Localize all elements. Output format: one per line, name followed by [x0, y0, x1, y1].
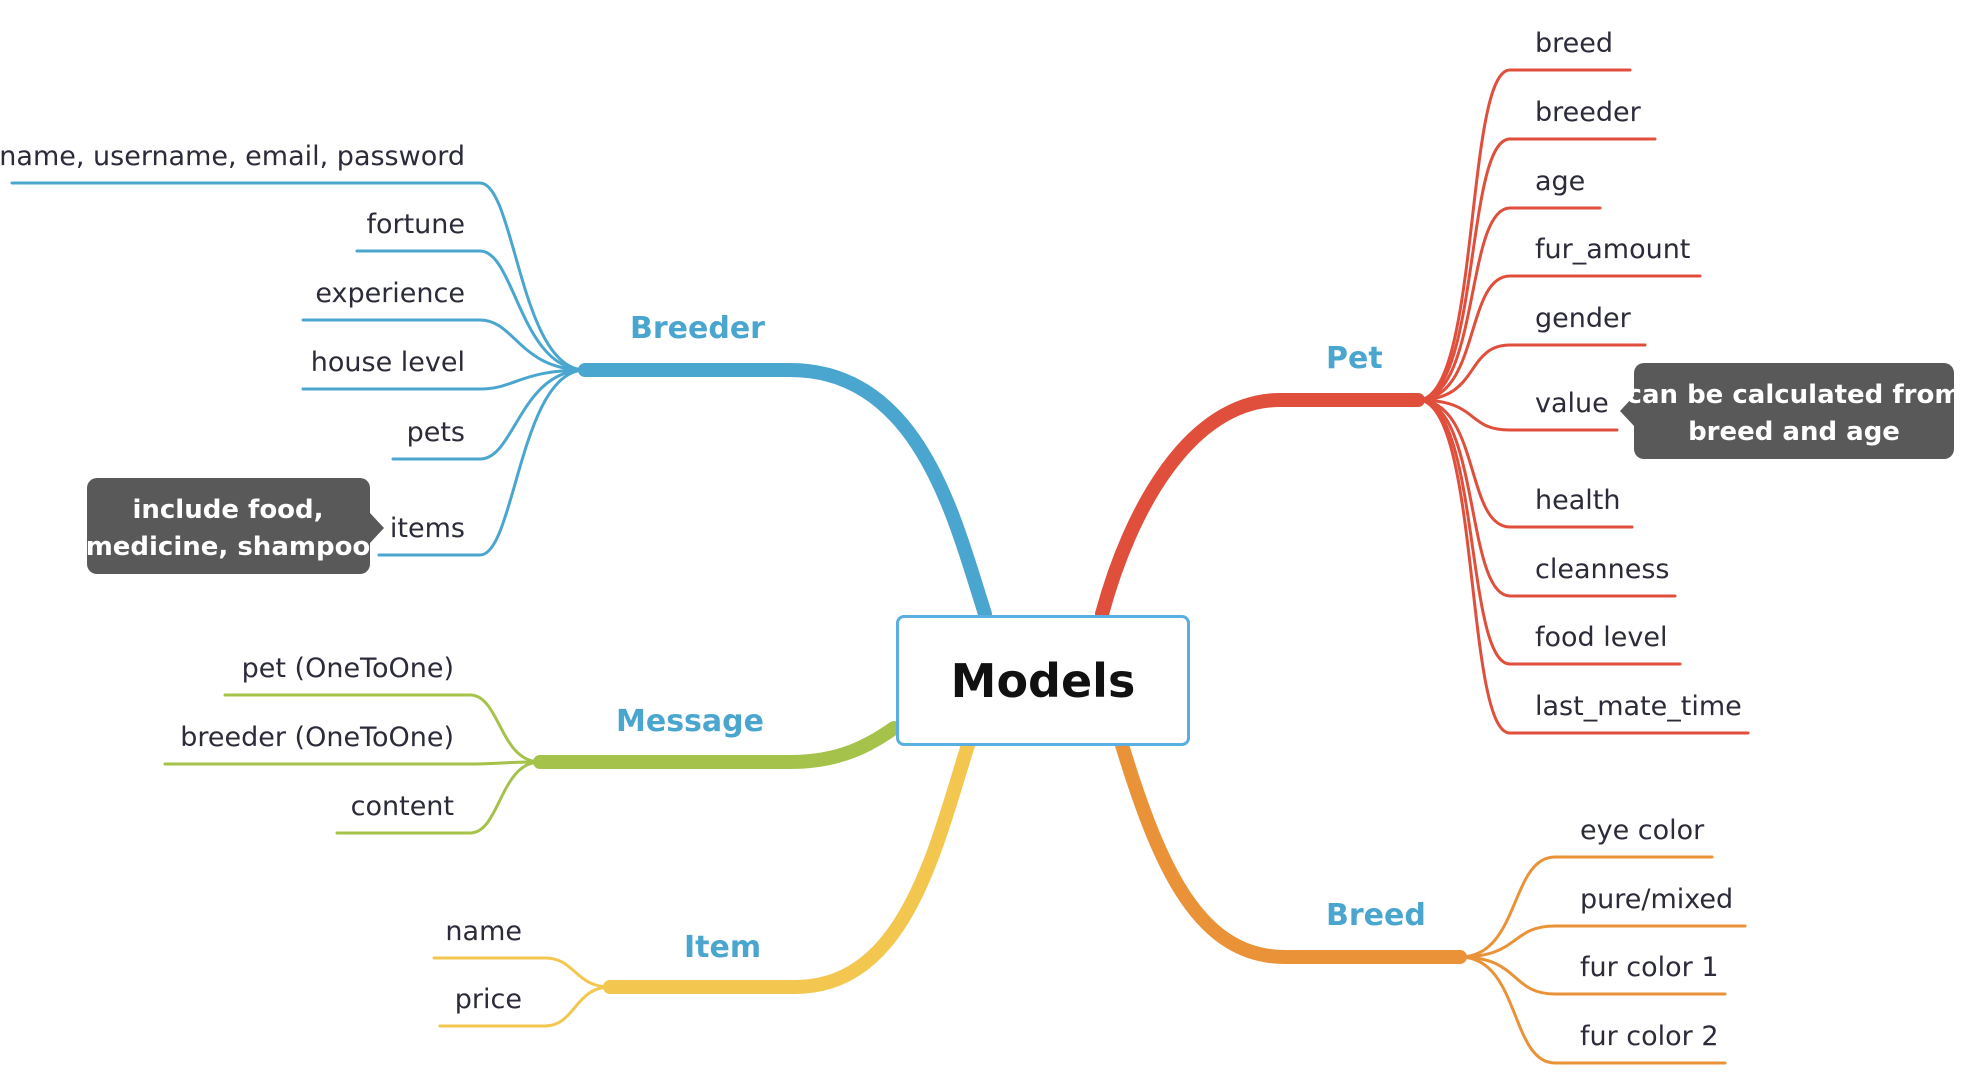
note-value-box	[1634, 363, 1954, 459]
edge-item-1	[438, 985, 612, 1028]
breed-leaf-fur-color-2[interactable]: fur color 2	[1580, 1021, 1719, 1052]
edge-breed-2	[1458, 955, 1727, 996]
edge-message-2	[335, 760, 542, 835]
branch-label-breeder[interactable]: Breeder	[630, 311, 765, 346]
connector-lines	[10, 68, 1750, 1065]
message-leaf-content[interactable]: content	[351, 791, 454, 822]
edge-message-0	[223, 693, 542, 764]
note-items-line-1: include food,	[132, 495, 323, 525]
trunk-pet	[1095, 393, 1425, 621]
trunk-pet-core	[1100, 398, 1420, 616]
message-leaf-pet[interactable]: pet (OneToOne)	[242, 653, 454, 684]
edge-pet-3	[1416, 274, 1702, 402]
branch-label-pet[interactable]: Pet	[1326, 341, 1383, 376]
message-leaf-breeder[interactable]: breeder (OneToOne)	[180, 722, 454, 753]
edge-pet-9	[1416, 398, 1750, 735]
breeder-leaf-house-level[interactable]: house level	[311, 347, 465, 378]
edge-item-0	[432, 956, 612, 989]
edge-breed-0	[1458, 855, 1714, 959]
item-leaf-name[interactable]: name	[445, 916, 522, 947]
edge-pet-5	[1416, 398, 1619, 432]
branch-label-message[interactable]: Message	[616, 704, 764, 739]
note-items[interactable]: include food, medicine, shampoo	[86, 478, 384, 574]
edge-breed-3	[1458, 955, 1727, 1065]
edge-pet-6	[1416, 398, 1634, 529]
edge-breeder-0	[10, 181, 587, 372]
root-node[interactable]: Models	[896, 615, 1190, 746]
trunk-message-core	[538, 726, 896, 764]
edge-breeder-2	[301, 318, 587, 372]
breed-leaf-pure-mixed[interactable]: pure/mixed	[1580, 884, 1733, 915]
pet-leaf-gender[interactable]: gender	[1535, 303, 1632, 334]
edge-pet-1	[1416, 137, 1657, 402]
edge-pet-7	[1416, 398, 1677, 598]
pet-leaf-fur-amount[interactable]: fur_amount	[1535, 234, 1690, 265]
branch-label-breed[interactable]: Breed	[1326, 898, 1426, 933]
item-leaf-price[interactable]: price	[455, 984, 522, 1015]
trunk-breeder-core	[583, 368, 987, 616]
root-node-label: Models	[950, 653, 1136, 708]
trunk-breed-core	[1120, 743, 1462, 959]
branch-label-item[interactable]: Item	[684, 930, 761, 965]
pet-leaf-last-mate-time[interactable]: last_mate_time	[1535, 691, 1742, 722]
edge-breed-1	[1458, 924, 1747, 959]
pet-leaf-cleanness[interactable]: cleanness	[1535, 554, 1669, 585]
pet-leaf-breeder[interactable]: breeder	[1535, 97, 1642, 128]
edge-message-1	[163, 760, 542, 766]
trunk-breeder	[578, 363, 992, 621]
note-items-box	[87, 478, 370, 574]
note-items-line-2: medicine, shampoo	[86, 532, 371, 562]
note-value[interactable]: can be calculated from breed and age	[1620, 363, 1961, 459]
breeder-leaf-items[interactable]: items	[390, 513, 465, 544]
pet-leaf-age[interactable]: age	[1535, 166, 1585, 197]
edge-pet-0	[1416, 68, 1632, 402]
breeder-leaf-pets[interactable]: pets	[407, 417, 465, 448]
breed-leaf-eye-color[interactable]: eye color	[1580, 815, 1705, 846]
note-value-line-1: can be calculated from	[1627, 380, 1962, 410]
breeder-leaf-experience[interactable]: experience	[315, 278, 465, 309]
edge-pet-2	[1416, 206, 1602, 402]
pet-leaf-food-level[interactable]: food level	[1535, 622, 1667, 653]
trunk-item-core	[608, 743, 970, 989]
breeder-leaf-credentials[interactable]: name, username, email, password	[0, 141, 465, 172]
edge-breeder-5	[377, 368, 587, 557]
note-value-line-2: breed and age	[1688, 417, 1900, 447]
pet-leaf-breed[interactable]: breed	[1535, 28, 1613, 59]
edge-pet-4	[1416, 343, 1647, 402]
note-value-pointer	[1620, 396, 1634, 426]
edge-breeder-1	[355, 249, 587, 372]
pet-leaf-value[interactable]: value	[1535, 388, 1609, 419]
breed-leaf-fur-color-1[interactable]: fur color 1	[1580, 952, 1719, 983]
edge-pet-8	[1416, 398, 1682, 666]
breeder-leaf-fortune[interactable]: fortune	[366, 209, 465, 240]
trunk-item	[603, 738, 975, 994]
edge-breeder-3	[301, 368, 587, 391]
pet-leaf-health[interactable]: health	[1535, 485, 1620, 516]
note-items-pointer	[370, 513, 384, 543]
edge-breeder-4	[391, 368, 587, 461]
